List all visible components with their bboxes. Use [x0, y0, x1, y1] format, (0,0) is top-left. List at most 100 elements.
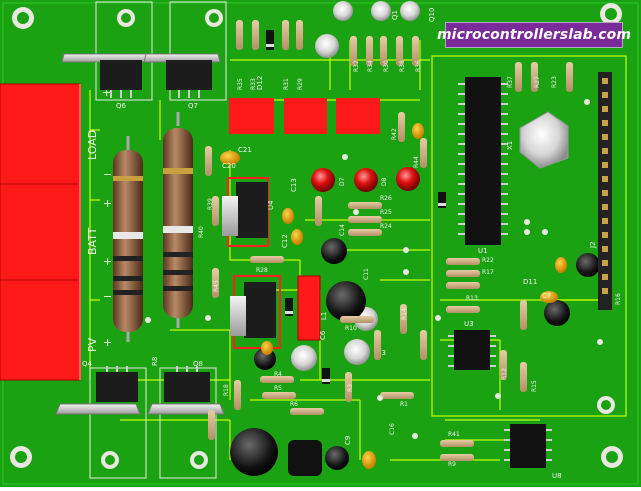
inductor-l1: L1 [297, 275, 328, 341]
r28-label: R28 [256, 267, 268, 274]
c16-label: C16 [389, 423, 396, 435]
terminal-plus-batt-2: + [103, 255, 112, 268]
r4-label: R4 [274, 371, 282, 378]
r29-label: R29 [297, 78, 304, 90]
u1-label: U1 [478, 247, 488, 255]
r36-label: R36 [415, 60, 422, 72]
c14-label: C14 [339, 224, 346, 236]
j2-label: J2 [589, 241, 597, 249]
u8-label: U8 [552, 472, 562, 480]
r33-label: R33 [250, 78, 257, 90]
r30-label: R30 [383, 60, 390, 72]
regulator-u4: U4 [222, 177, 275, 247]
q10-label: Q10 [428, 8, 436, 22]
r41-label: R41 [448, 431, 460, 438]
l1-label: L1 [320, 312, 328, 320]
d11-label: D11 [523, 278, 537, 286]
r22-label: R22 [482, 257, 494, 264]
q6-label: Q6 [116, 102, 127, 110]
r10-label: R10 [345, 325, 357, 332]
mosfet-q8: Q8 R8 [147, 357, 225, 479]
c9-label: C9 [344, 436, 352, 445]
horizontal-resistors [250, 202, 480, 461]
r9-label: R9 [448, 461, 456, 468]
regulator-lower [230, 275, 281, 349]
header-j2: J2 [589, 72, 612, 310]
r37-label: R37 [507, 76, 514, 88]
r27-label: R27 [534, 76, 541, 88]
mosfet-q6: Q6 [61, 1, 153, 110]
d7-label: D7 [339, 177, 346, 186]
q1-label: Q1 [391, 10, 399, 20]
mosfet-q7: Q7 [143, 1, 227, 110]
r42-label: R42 [391, 128, 398, 140]
r15-label: R15 [531, 380, 538, 392]
vertical-resistors [205, 20, 573, 440]
r40-label: R40 [198, 226, 205, 238]
c21-label: C21 [238, 146, 252, 154]
terminal-plus-pv: + [103, 336, 112, 349]
led-row: D7 D8 [311, 167, 420, 192]
terminal-minus-pv: − [103, 290, 112, 303]
r34-label: R34 [367, 60, 374, 72]
r23-label: R23 [551, 76, 558, 88]
r31-label: R31 [283, 78, 290, 90]
terminal-pv-label: PV [86, 337, 99, 352]
crystal-x1: X1 [506, 111, 569, 169]
r3-label: R3 [347, 384, 354, 392]
u3-label: U3 [464, 320, 474, 328]
q4-label: Q4 [82, 360, 93, 368]
red-component-row [229, 98, 380, 134]
c20-label: C20 [222, 162, 236, 170]
mcu-u1: U1 [458, 77, 508, 255]
power-resistor-right [163, 112, 193, 328]
terminal-plus-batt: + [103, 197, 112, 210]
terminal-batt-label: BATT [86, 227, 99, 255]
ic-u3: U3 [448, 320, 496, 370]
r39-label: R39 [207, 198, 214, 210]
r38-label: R38 [399, 60, 406, 72]
c7-label: C7 [542, 292, 551, 300]
u4-label: U4 [267, 200, 275, 210]
terminal-minus-load: − [103, 168, 112, 181]
r13-label: R13 [466, 295, 478, 302]
r1-label: R1 [400, 401, 408, 408]
r26-label: R26 [380, 195, 392, 202]
vias [145, 99, 603, 439]
r18-label: R18 [223, 384, 230, 396]
r5-label: R5 [274, 385, 282, 392]
diodes: D12 D11 [256, 30, 537, 384]
r14-label: R14 [401, 308, 408, 320]
q8-label: Q8 [193, 360, 203, 368]
r45-label: R45 [213, 280, 220, 292]
terminal-load-label: LOAD [86, 130, 99, 160]
r24-label: R24 [380, 223, 392, 230]
tantalum-caps: C21 C20 C13 C12 C7 [220, 123, 567, 469]
r25-label: R25 [380, 209, 392, 216]
c6-label: C6 [319, 330, 327, 340]
terminal-plus-load: + [102, 86, 111, 99]
d12-label: D12 [256, 76, 264, 90]
r6-label: R6 [290, 401, 298, 408]
c11-label: C11 [363, 268, 370, 280]
power-resistor-left [113, 136, 143, 342]
c12-label: C12 [281, 234, 289, 248]
r35-label: R35 [237, 78, 244, 90]
terminal-blocks [0, 83, 81, 381]
mosfet-q4: Q4 [55, 360, 147, 479]
x1-label: X1 [506, 141, 514, 150]
r12-label: R12 [501, 368, 508, 380]
r32-label: R32 [353, 60, 360, 72]
r16-label: R16 [615, 293, 622, 305]
silkscreen-labels: R35 R33 R31 R29 R32 R34 R30 R38 R36 R37 … [198, 60, 622, 468]
mounting-holes [10, 3, 623, 469]
q7-label: Q7 [188, 102, 198, 110]
d8-label: D8 [381, 177, 388, 186]
r17-label: R17 [482, 269, 494, 276]
r44-label: R44 [413, 156, 420, 168]
watermark-banner: microcontrollerslab.com [437, 22, 631, 48]
ic-u8: U8 [504, 424, 562, 480]
r8-label: R8 [151, 357, 159, 366]
